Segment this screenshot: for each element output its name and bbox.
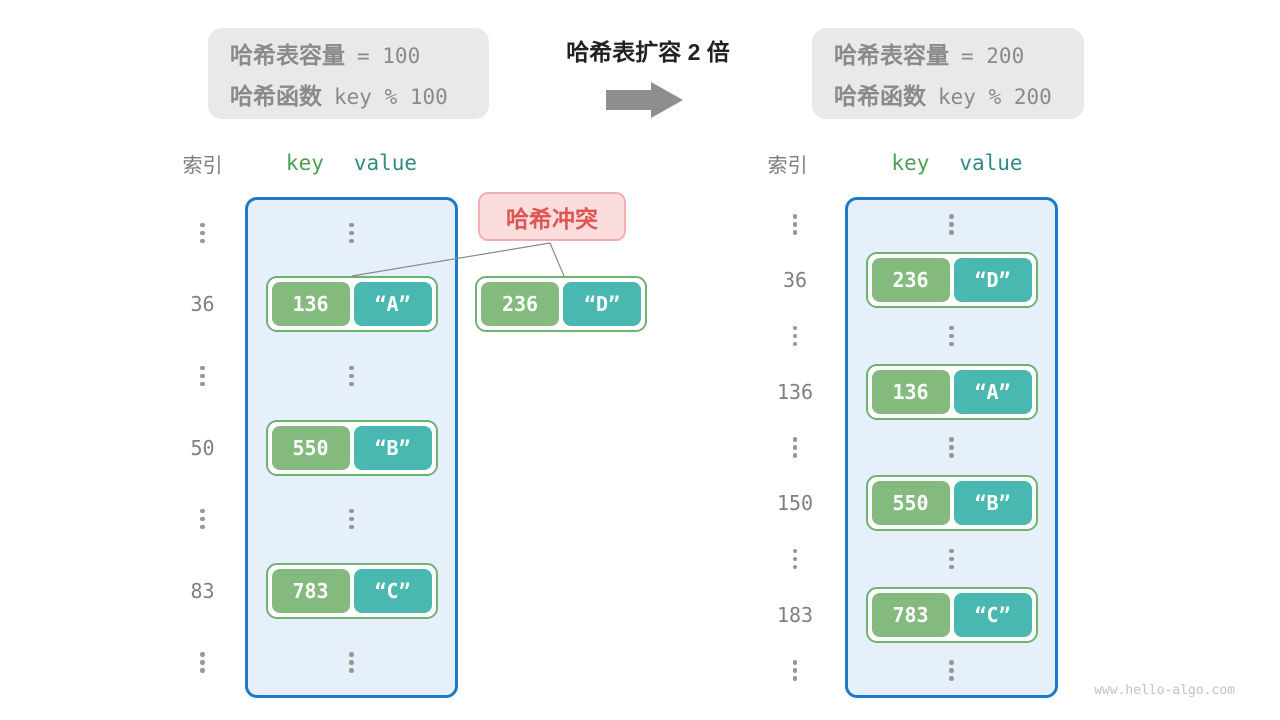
ellipsis-row bbox=[745, 643, 1058, 698]
ellipsis-row bbox=[160, 483, 458, 555]
expand-title: 哈希表扩容 2 倍 bbox=[566, 39, 730, 65]
value-box: “B” bbox=[353, 425, 432, 470]
hash-function-label: 哈希函数 bbox=[230, 83, 322, 109]
ellipsis-dots bbox=[349, 652, 354, 673]
key-box: 236 bbox=[481, 282, 559, 326]
value-column-header: value bbox=[959, 151, 1023, 175]
value-box: “D” bbox=[563, 282, 641, 326]
key-box: 550 bbox=[271, 425, 350, 470]
watermark: www.hello-algo.com bbox=[1094, 683, 1235, 698]
value-box: “C” bbox=[353, 568, 432, 613]
capacity-label: 哈希表容量 bbox=[230, 42, 345, 68]
ellipsis-dots bbox=[349, 222, 354, 244]
key-value-pair: 550 “B” bbox=[865, 475, 1038, 532]
bucket-row: 183 783 “C” bbox=[745, 586, 1058, 643]
capacity-line: 哈希表容量 = 200 bbox=[834, 36, 1062, 70]
ellipsis-dots bbox=[200, 222, 205, 244]
hash-function-line: 哈希函数 key % 100 bbox=[230, 77, 467, 111]
hash-function-value: key % 100 bbox=[334, 85, 448, 109]
ellipsis-dots bbox=[792, 437, 798, 458]
key-box: 136 bbox=[271, 282, 350, 327]
index-column-header: 索引 bbox=[767, 154, 808, 177]
ellipsis-dots bbox=[949, 548, 954, 570]
capacity-box-before: 哈希表容量 = 100 哈希函数 key % 100 bbox=[208, 28, 489, 119]
key-column-header: key bbox=[285, 151, 324, 175]
key-value-pair: 136 “A” bbox=[865, 363, 1038, 420]
value-box: “C” bbox=[953, 592, 1032, 637]
ellipsis-dots bbox=[792, 660, 798, 681]
ellipsis-row bbox=[745, 420, 1058, 475]
ellipsis-dots bbox=[349, 365, 354, 387]
key-box: 236 bbox=[871, 258, 950, 303]
bucket-row: 83 783 “C” bbox=[160, 555, 458, 627]
ellipsis-dots bbox=[949, 325, 954, 347]
key-value-pair: 783 “C” bbox=[865, 586, 1038, 643]
bucket-row: 136 136 “A” bbox=[745, 363, 1058, 420]
ellipsis-dots bbox=[949, 437, 954, 458]
ellipsis-row bbox=[745, 197, 1058, 252]
key-box: 783 bbox=[871, 592, 950, 637]
ellipsis-dots bbox=[949, 660, 954, 681]
value-box: “D” bbox=[953, 258, 1032, 303]
ellipsis-dots bbox=[200, 508, 205, 530]
value-box: “A” bbox=[953, 369, 1032, 414]
bucket-index: 36 bbox=[782, 268, 808, 293]
ellipsis-dots bbox=[200, 652, 205, 673]
arrow-right-icon bbox=[606, 82, 683, 118]
value-box: “A” bbox=[353, 282, 432, 327]
bucket-index: 136 bbox=[776, 379, 814, 404]
ellipsis-dots bbox=[792, 214, 798, 235]
bucket-index: 50 bbox=[190, 435, 215, 460]
hash-function-label: 哈希函数 bbox=[834, 83, 926, 109]
key-value-pair: 136 “A” bbox=[265, 276, 438, 333]
ellipsis-dots bbox=[200, 365, 205, 387]
ellipsis-dots bbox=[792, 548, 798, 570]
index-column-header: 索引 bbox=[182, 154, 223, 177]
key-value-pair: 550 “B” bbox=[265, 419, 438, 476]
ellipsis-row bbox=[160, 340, 458, 412]
key-box: 136 bbox=[871, 369, 950, 414]
table-header-before: 索引 key value bbox=[160, 149, 458, 177]
hash-collision-label: 哈希冲突 bbox=[478, 192, 626, 241]
bucket-index: 83 bbox=[190, 578, 215, 603]
capacity-value: = 200 bbox=[961, 44, 1025, 68]
colliding-key-value-pair: 236 “D” bbox=[475, 276, 647, 332]
hash-function-value: key % 200 bbox=[938, 85, 1052, 109]
capacity-value: = 100 bbox=[357, 44, 421, 68]
bucket-index: 183 bbox=[776, 602, 814, 627]
hash-table-after: 36 236 “D” 136 136 “A” 150 550 “B” bbox=[745, 197, 1058, 698]
ellipsis-dots bbox=[349, 508, 354, 530]
ellipsis-dots bbox=[792, 325, 798, 347]
key-column-header: key bbox=[891, 151, 930, 175]
key-box: 550 bbox=[871, 481, 950, 526]
bucket-row: 36 236 “D” bbox=[745, 252, 1058, 309]
ellipsis-row bbox=[160, 197, 458, 269]
table-header-after: 索引 key value bbox=[745, 149, 1058, 177]
bucket-index: 36 bbox=[190, 292, 215, 317]
ellipsis-row bbox=[745, 308, 1058, 363]
bucket-row: 36 136 “A” bbox=[160, 269, 458, 341]
bucket-row: 150 550 “B” bbox=[745, 475, 1058, 532]
bucket-row: 50 550 “B” bbox=[160, 412, 458, 484]
capacity-line: 哈希表容量 = 100 bbox=[230, 36, 467, 70]
ellipsis-dots bbox=[949, 214, 954, 235]
capacity-box-after: 哈希表容量 = 200 哈希函数 key % 200 bbox=[812, 28, 1084, 119]
hash-function-line: 哈希函数 key % 200 bbox=[834, 77, 1062, 111]
capacity-label: 哈希表容量 bbox=[834, 42, 949, 68]
ellipsis-row bbox=[745, 531, 1058, 586]
hash-table-before: 36 136 “A” 50 550 “B” 83 783 “C” bbox=[160, 197, 458, 698]
ellipsis-row bbox=[160, 626, 458, 698]
key-value-pair: 783 “C” bbox=[265, 562, 438, 619]
key-value-pair: 236 “D” bbox=[865, 252, 1038, 309]
bucket-index: 150 bbox=[776, 491, 814, 516]
value-box: “B” bbox=[953, 481, 1032, 526]
value-column-header: value bbox=[353, 151, 418, 175]
key-box: 783 bbox=[271, 568, 350, 613]
